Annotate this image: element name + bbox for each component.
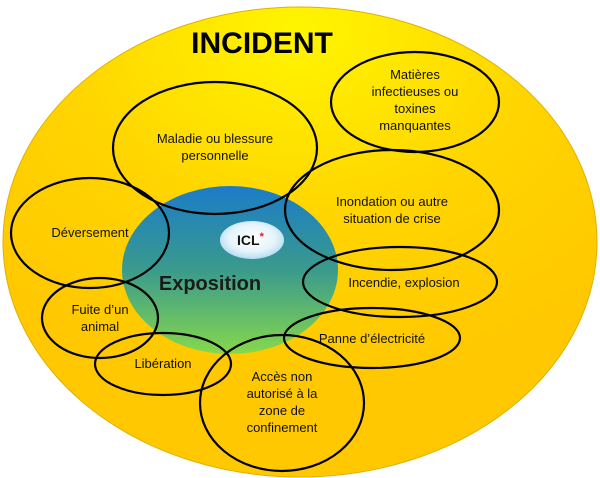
exposition-ellipse bbox=[122, 186, 338, 354]
svg-text:Déversement: Déversement bbox=[51, 225, 129, 240]
category-deversement: Déversement bbox=[9, 176, 171, 290]
svg-text:Panne d’électricité: Panne d’électricité bbox=[319, 331, 425, 346]
icl-label: ICL* bbox=[237, 231, 265, 248]
svg-text:Incendie, explosion: Incendie, explosion bbox=[348, 275, 459, 290]
asterisk-marker: * bbox=[260, 231, 265, 243]
svg-text:Libération: Libération bbox=[134, 356, 191, 371]
icl-badge bbox=[220, 221, 284, 259]
category-liberation: Libération bbox=[93, 331, 233, 397]
exposition-label: Exposition bbox=[159, 273, 261, 295]
diagram-title: INCIDENT bbox=[191, 27, 333, 60]
category-panne: Panne d’électricité bbox=[282, 306, 462, 370]
category-incendie: Incendie, explosion bbox=[301, 245, 499, 319]
